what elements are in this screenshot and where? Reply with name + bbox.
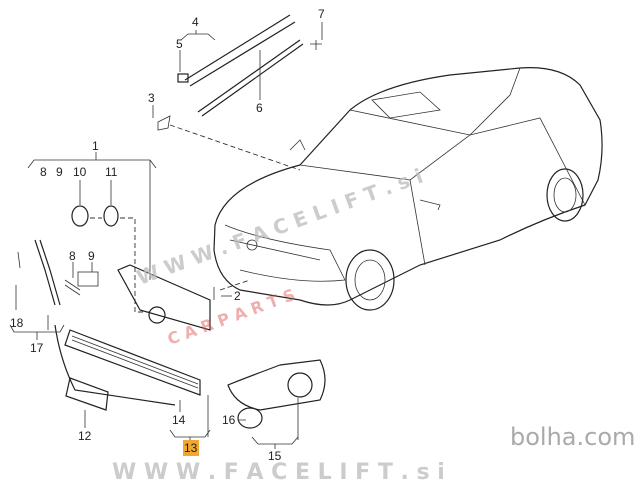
label-18[interactable]: 18	[10, 316, 24, 330]
watermark-site: W W W . F A C E L I F T . s i	[112, 460, 445, 480]
label-14[interactable]: 14	[172, 413, 186, 427]
label-11[interactable]: 11	[105, 165, 118, 179]
leader-lines	[9, 22, 323, 449]
label-16[interactable]: 16	[222, 413, 236, 427]
roof-moldings	[157, 14, 322, 171]
label-2[interactable]: 2	[234, 289, 241, 303]
label-17[interactable]: 17	[30, 341, 44, 355]
highlight-13	[183, 440, 199, 456]
label-group1-9[interactable]: 9	[56, 165, 63, 179]
watermark-diagonal-site: W W W . F A C E L I F T . s i	[134, 164, 427, 290]
label-5[interactable]: 5	[176, 37, 183, 51]
label-12[interactable]: 12	[78, 429, 92, 443]
label-6[interactable]: 6	[256, 101, 263, 115]
label-7[interactable]: 7	[318, 7, 325, 21]
watermark-carparts: C A R P A R T S	[165, 285, 298, 349]
label-1[interactable]: 1	[92, 139, 99, 153]
label-10[interactable]: 10	[73, 165, 87, 179]
label-8[interactable]: 8	[69, 249, 76, 263]
label-15[interactable]: 15	[268, 449, 282, 463]
label-4[interactable]: 4	[192, 15, 199, 29]
car-illustration	[213, 67, 603, 311]
label-9[interactable]: 9	[88, 249, 95, 263]
grille-parts	[17, 205, 326, 429]
label-group1-8[interactable]: 8	[40, 165, 47, 179]
label-13[interactable]: 13	[184, 441, 198, 455]
part-labels: 1 2 3 4 5 6 7 8 9 10 11 8 9 12 13 14 15 …	[10, 7, 325, 463]
watermark-marketplace: bolha.com	[510, 423, 635, 451]
label-3[interactable]: 3	[148, 91, 155, 105]
